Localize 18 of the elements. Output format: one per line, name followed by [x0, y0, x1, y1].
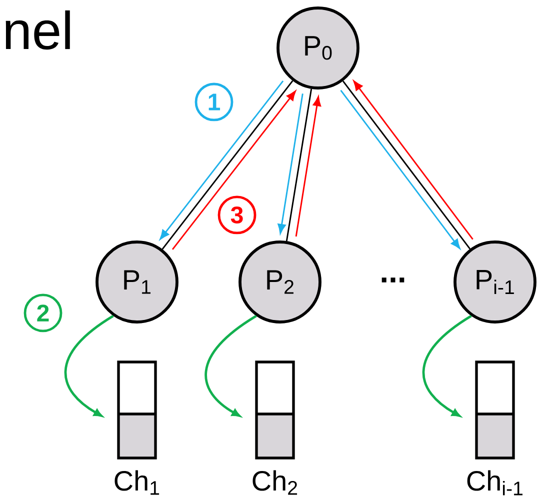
link-line — [286, 88, 312, 242]
arrow — [353, 80, 474, 240]
channel-bar — [475, 360, 515, 460]
callout-number: 1 — [194, 82, 234, 122]
channel-bar — [117, 360, 157, 460]
curved-arrow — [64, 314, 114, 417]
channel-label: Ch$_{i-1}$ — [467, 470, 522, 496]
channel-bar — [255, 360, 295, 460]
channel-label: Ch$_{2}$ — [252, 470, 298, 495]
callout-number: 2 — [24, 294, 62, 332]
channel-label: Ch$_{1}$ — [114, 470, 160, 495]
ellipsis: ... — [382, 278, 404, 282]
callout-number: 3 — [218, 196, 256, 234]
heading-text: nel — [6, 10, 70, 50]
curved-arrow — [204, 314, 257, 417]
curved-arrow — [422, 314, 472, 417]
arrow — [295, 96, 322, 237]
arrow — [278, 93, 304, 234]
